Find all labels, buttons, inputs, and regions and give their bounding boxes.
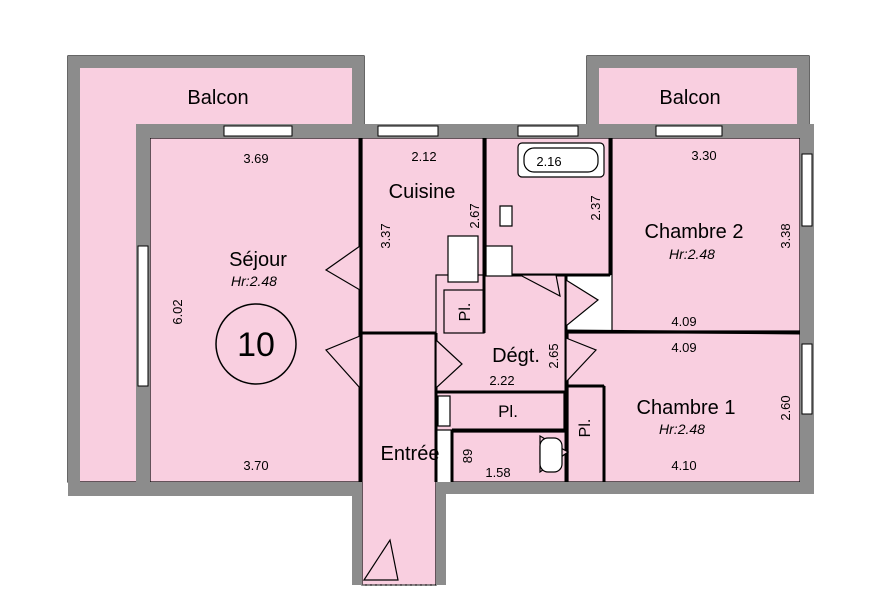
- room-label-cuisine: Cuisine: [389, 181, 456, 203]
- door-sejour-cuisine: [324, 244, 361, 292]
- room-fills: [67, 55, 810, 586]
- window-chambre2-right: [801, 153, 813, 227]
- room-label-degt: Dégt.: [492, 345, 540, 367]
- window-bath-top: [517, 125, 579, 137]
- radiator-pl-degt: [437, 395, 451, 427]
- door-degt-chambre2: [565, 278, 600, 328]
- wall-balcon-left-right: [352, 56, 364, 136]
- pl-kitchen-area: [443, 289, 485, 334]
- dim-degt-width: 2.22: [489, 373, 514, 388]
- dim-sejour-bottom: 3.70: [243, 458, 268, 473]
- dim-bath-side: 2.37: [588, 195, 603, 220]
- wall-entree-right: [436, 482, 446, 585]
- room-label-pl-kitchen: Pl.: [457, 303, 474, 322]
- wall-balcon-right-top: [587, 56, 809, 68]
- dim-chambre2-side: 3.38: [778, 223, 793, 248]
- dim-wc-bottom: 1.58: [485, 465, 510, 480]
- window-sejour-left: [137, 245, 149, 387]
- room-label-balcon-right: Balcon: [659, 87, 720, 109]
- windows: [137, 125, 813, 415]
- height-label-chambre2: Hr:2.48: [669, 246, 715, 262]
- dim-chambre2-bottom: 4.09: [671, 314, 696, 329]
- toilet-icon: [539, 437, 563, 473]
- height-label-sejour: Hr:2.48: [231, 273, 277, 289]
- room-label-entree: Entrée: [381, 443, 440, 465]
- dim-cuisine-side-right: 2.67: [467, 203, 482, 228]
- kitchen-counter-icon: [485, 245, 513, 277]
- fixtures: [437, 142, 605, 473]
- room-label-sejour: Séjour: [229, 249, 287, 271]
- door-entrance: [362, 538, 399, 581]
- door-degt-bath: [519, 274, 561, 298]
- wall-entree-left: [352, 482, 362, 585]
- wall-balcon-left-top: [68, 56, 364, 68]
- dim-sejour-side: 6.02: [170, 299, 185, 324]
- wall-bottom-right: [436, 482, 814, 494]
- dim-chambre2-top: 3.30: [691, 148, 716, 163]
- dim-cuisine-top: 2.12: [411, 149, 436, 164]
- dim-cuisine-side-left: 3.37: [378, 223, 393, 248]
- room-label-pl-degt: Pl.: [498, 402, 518, 421]
- door-sejour-entree: [324, 335, 361, 390]
- dim-sejour-top: 3.69: [243, 151, 268, 166]
- door-entree-degt: [435, 338, 463, 390]
- dim-degt-side: 2.65: [546, 343, 561, 368]
- dim-chambre1-bottom: 4.10: [671, 458, 696, 473]
- dim-chambre1-top: 4.09: [671, 340, 696, 355]
- height-label-chambre1: Hr:2.48: [659, 421, 705, 437]
- room-label-balcon-left: Balcon: [187, 87, 248, 109]
- window-chambre2-top: [655, 125, 723, 137]
- dim-wc-side: 89: [460, 449, 475, 463]
- chambre2-area: [611, 137, 801, 332]
- pl-degt-area: [435, 391, 565, 431]
- chambre1-area: [567, 332, 801, 483]
- washbasin-icon: [499, 205, 513, 227]
- room-label-chambre1: Chambre 1: [637, 397, 736, 419]
- window-cuisine-top: [377, 125, 439, 137]
- doors: [324, 244, 600, 581]
- plan-number-circle: [215, 303, 297, 385]
- wall-balcon-right-right: [797, 56, 809, 126]
- window-sejour-top: [223, 125, 293, 137]
- dim-bath-top: 2.16: [536, 154, 561, 169]
- dim-chambre1-side: 2.60: [778, 395, 793, 420]
- wall-balcon-right-left: [587, 56, 599, 126]
- plan-number: 10: [237, 326, 275, 364]
- room-label-pl-chambre1: Pl.: [577, 419, 594, 438]
- wall-balcon-left-outer: [68, 56, 80, 482]
- pl-chambre1-area: [567, 385, 605, 483]
- bathtub-inner: [523, 147, 599, 173]
- door-degt-chambre1: [565, 337, 598, 384]
- wall-top: [136, 124, 810, 138]
- kitchen-sink-icon: [447, 235, 479, 283]
- room-label-chambre2: Chambre 2: [645, 221, 744, 243]
- window-chambre1-right: [801, 343, 813, 415]
- wall-bottom-left: [68, 482, 362, 496]
